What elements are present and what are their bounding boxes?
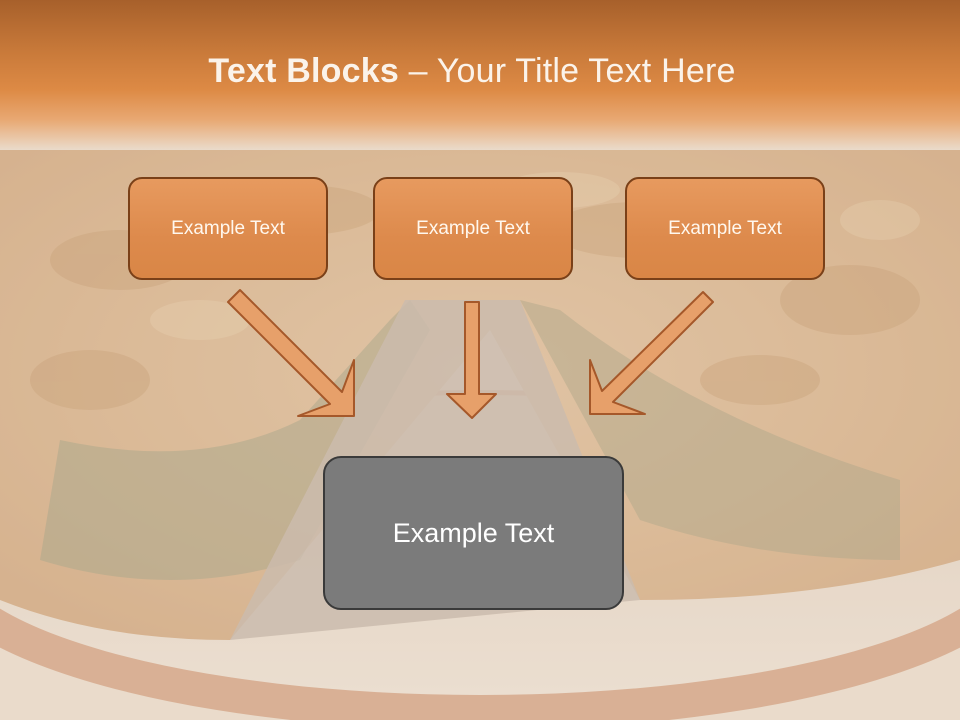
text-block-center-label: Example Text [416, 217, 530, 239]
main-text-block[interactable]: Example Text [323, 456, 624, 610]
page-title: Text Blocks – Your Title Text Here [0, 52, 944, 91]
header-band [0, 0, 960, 150]
text-block-center[interactable]: Example Text [373, 177, 573, 280]
text-block-left[interactable]: Example Text [128, 177, 328, 280]
title-dash: – [398, 52, 437, 90]
main-text-block-label: Example Text [392, 517, 555, 548]
text-block-right[interactable]: Example Text [625, 177, 825, 280]
text-block-right-label: Example Text [668, 217, 782, 239]
title-bold: Text Blocks [208, 52, 399, 90]
title-rest: Your Title Text Here [436, 52, 736, 90]
text-block-left-label: Example Text [171, 217, 285, 239]
